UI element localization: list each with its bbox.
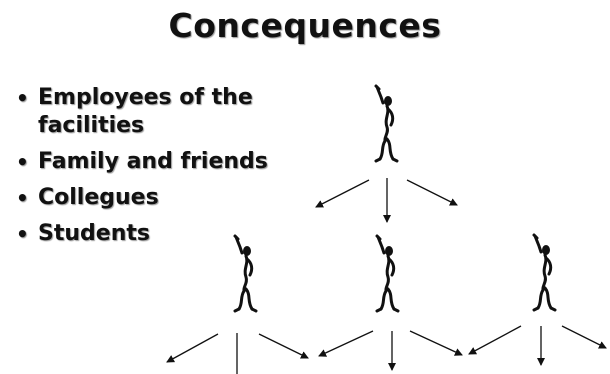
stick-figure-icon <box>532 233 557 312</box>
arrow-right-icon <box>409 330 463 356</box>
bullet-icon: • <box>16 222 29 246</box>
bullet-icon: • <box>16 186 29 210</box>
bullet-item-employees: • Employees of the facilities <box>14 84 284 140</box>
bullet-item-family: • Family and friends <box>14 148 284 176</box>
bullet-text-continued: facilities <box>38 113 145 138</box>
arrow-right-icon <box>561 325 607 349</box>
slide-title: Concequences <box>168 6 442 45</box>
bullet-text: Students <box>38 221 150 246</box>
bullet-text: Collegues <box>38 185 159 210</box>
arrow-right-icon <box>258 333 309 359</box>
stick-figure-icon <box>374 84 399 163</box>
stick-figure-icon <box>375 234 400 313</box>
bullet-icon: • <box>16 150 29 174</box>
arrow-right-icon <box>406 179 458 206</box>
bullet-text: Family and friends <box>38 149 268 174</box>
arrow-left-icon <box>315 179 370 208</box>
bullet-item-collegues: • Collegues <box>14 184 284 212</box>
arrow-left-icon <box>468 325 522 355</box>
arrow-left-icon <box>318 330 374 357</box>
arrow-left-icon <box>166 333 219 363</box>
bullet-list: • Employees of the facilities • Family a… <box>14 84 284 256</box>
bullet-text: Employees of the <box>38 85 253 110</box>
bullet-icon: • <box>16 86 29 110</box>
stick-figure-icon <box>233 234 258 313</box>
bullet-item-students: • Students <box>14 220 284 248</box>
